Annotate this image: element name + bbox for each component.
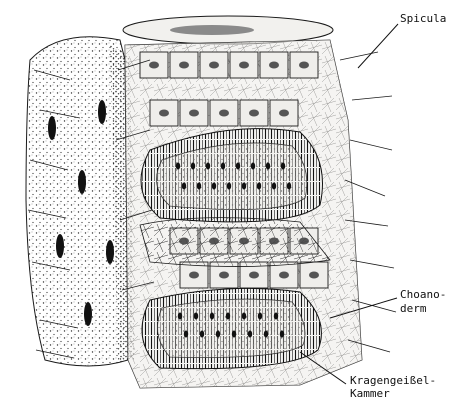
- cell-nucleus: [189, 272, 199, 279]
- chamber-nucleus: [182, 183, 186, 190]
- outer-nucleus: [48, 116, 56, 140]
- spicule: [340, 52, 378, 60]
- osculum-shadow: [170, 25, 254, 35]
- spicula-leader: [358, 24, 398, 68]
- chamber-nucleus: [274, 313, 278, 320]
- chamber-nucleus: [280, 331, 284, 338]
- chamber-nucleus: [281, 163, 285, 170]
- cell-nucleus: [209, 62, 219, 69]
- middle-band: [140, 218, 330, 267]
- cell-nucleus: [279, 110, 289, 117]
- chamber-nucleus: [264, 331, 268, 338]
- chamber-nucleus: [194, 313, 198, 320]
- chamber-nucleus: [200, 331, 204, 338]
- outer-nucleus: [78, 170, 86, 194]
- chamber-nucleus: [206, 163, 210, 170]
- label-spicula: Spicula: [400, 12, 446, 25]
- chamber-nucleus: [184, 331, 188, 338]
- label-kammer-1: Kragengeißel-: [350, 374, 436, 387]
- chamber-nucleus: [178, 313, 182, 320]
- cell-nucleus: [299, 62, 309, 69]
- chamber-nucleus: [210, 313, 214, 320]
- cell-nucleus: [249, 110, 259, 117]
- cell-nucleus: [159, 110, 169, 117]
- chamber-nucleus: [248, 331, 252, 338]
- lower-chamber-tint: [158, 299, 305, 357]
- chamber-nucleus: [226, 313, 230, 320]
- cell-nucleus: [189, 110, 199, 117]
- cell-nucleus: [219, 272, 229, 279]
- cell-nucleus: [219, 110, 229, 117]
- cell-nucleus: [279, 272, 289, 279]
- chamber-nucleus: [272, 183, 276, 190]
- chamber-nucleus: [251, 163, 255, 170]
- chamber-nucleus: [236, 163, 240, 170]
- chamber-nucleus: [287, 183, 291, 190]
- chamber-nucleus: [242, 313, 246, 320]
- cell-nucleus: [269, 62, 279, 69]
- chamber-nucleus: [197, 183, 201, 190]
- chamber-nucleus: [258, 313, 262, 320]
- cell-nucleus: [249, 272, 259, 279]
- chamber-nucleus: [257, 183, 261, 190]
- chamber-nucleus: [227, 183, 231, 190]
- chamber-nucleus: [266, 163, 270, 170]
- chamber-nucleus: [191, 163, 195, 170]
- cell-nucleus: [309, 272, 319, 279]
- chamber-nucleus: [242, 183, 246, 190]
- chamber-nucleus: [221, 163, 225, 170]
- chamber-nucleus: [212, 183, 216, 190]
- outer-nucleus: [98, 100, 106, 124]
- outer-nucleus: [106, 240, 114, 264]
- spicule: [352, 96, 392, 100]
- label-choanoderm-1: Choano-: [400, 288, 446, 301]
- chamber-nucleus: [176, 163, 180, 170]
- cell-nucleus: [239, 62, 249, 69]
- chamber-nucleus: [232, 331, 236, 338]
- outer-nucleus: [56, 234, 64, 258]
- label-choanoderm-2: derm: [400, 302, 427, 315]
- spicule: [350, 140, 392, 150]
- outer-nucleus: [84, 302, 92, 326]
- label-kammer-2: Kammer: [350, 387, 390, 400]
- cell-nucleus: [179, 62, 189, 69]
- cell-nucleus: [149, 62, 159, 69]
- chamber-nucleus: [216, 331, 220, 338]
